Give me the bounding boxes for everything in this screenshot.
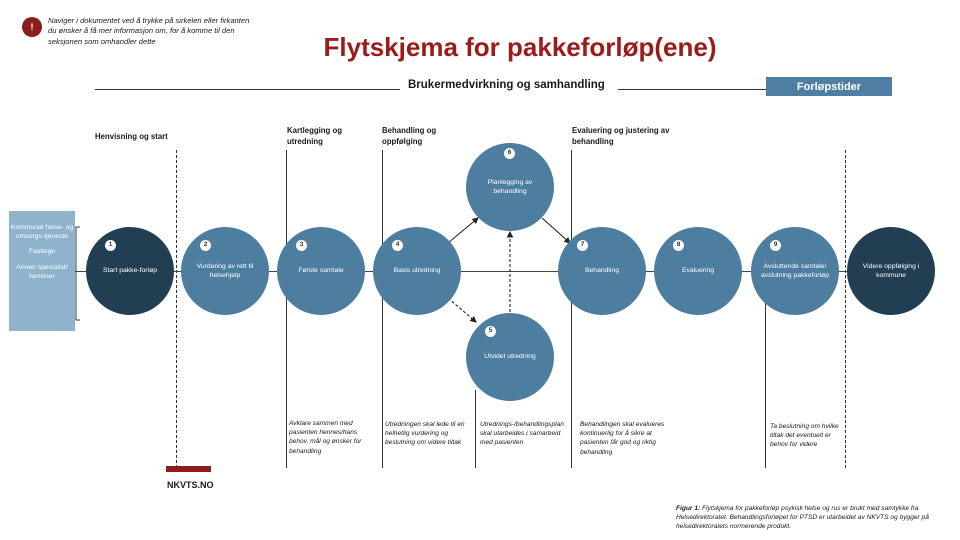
navigation-hint: Naviger i dokumentet ved å trykke på sir… bbox=[48, 16, 250, 46]
node-behandling[interactable]: 7 Behandling bbox=[558, 227, 646, 315]
separator-5 bbox=[571, 150, 572, 468]
figure-caption: Figur 1: Flytskjema for pakkeforløp psyk… bbox=[676, 504, 951, 532]
node-label: Vurdering av rett til helsehjelp bbox=[196, 262, 254, 279]
separator-3 bbox=[382, 150, 383, 468]
separator-dashed-1 bbox=[176, 150, 177, 468]
separator-6 bbox=[765, 290, 766, 468]
node-avslutning[interactable]: 9 Avsluttende samtale/ avslutning pakkef… bbox=[751, 227, 839, 315]
divider-right bbox=[618, 89, 766, 90]
phase-behandling: Behandling og oppfølging bbox=[382, 126, 437, 146]
referrers-box[interactable]: Kommunal helse- og omsorgs-tjeneste Fast… bbox=[9, 211, 75, 331]
node-utvidet-utredning[interactable]: 5 Utvidet utredning bbox=[466, 313, 554, 401]
node-label: Start pakke-forløp bbox=[102, 267, 158, 275]
flow-line bbox=[75, 271, 865, 272]
node-number: 9 bbox=[770, 240, 781, 251]
node-evaluering[interactable]: 8 Evaluering bbox=[654, 227, 742, 315]
node-planlegging[interactable]: 6 Planlegging av behandling bbox=[466, 143, 554, 231]
separator-2 bbox=[286, 150, 287, 468]
node-number: 7 bbox=[577, 240, 588, 251]
node-number: 6 bbox=[504, 148, 515, 159]
referrer-spesialist: Annen spesialist/ henviser bbox=[16, 263, 68, 280]
phase-henvisning: Henvisning og start bbox=[95, 132, 168, 141]
node-forste-samtale[interactable]: 3 Første samtale bbox=[277, 227, 365, 315]
node-label: Videre oppfølging i kommune bbox=[862, 262, 920, 279]
phase-evaluering: Evaluering og justering av behandling bbox=[572, 126, 670, 146]
node-label: Evaluering bbox=[681, 267, 715, 275]
node-basis-utredning[interactable]: 4 Basis utredning bbox=[373, 227, 461, 315]
phase-kartlegging: Kartlegging og utredning bbox=[287, 126, 343, 146]
node-number: 3 bbox=[296, 240, 307, 251]
referrer-kommune: Kommunal helse- og omsorgs-tjeneste bbox=[10, 224, 74, 241]
node-number: 5 bbox=[485, 326, 496, 337]
node-number: 4 bbox=[392, 240, 403, 251]
description-forste-samtale: Avklare sammen med pasienten hennes/hans… bbox=[289, 420, 362, 455]
logo-bar bbox=[166, 466, 211, 472]
separator-4 bbox=[475, 390, 476, 468]
node-start[interactable]: 1 Start pakke-forløp bbox=[86, 227, 174, 315]
node-label: Første samtale bbox=[298, 267, 344, 275]
divider-left bbox=[95, 89, 400, 90]
nkvts-logo[interactable]: NKVTS.NO bbox=[167, 480, 214, 490]
page-title: Flytskjema for pakkeforløp(ene) bbox=[323, 32, 717, 62]
node-label: Planlegging av behandling bbox=[487, 178, 533, 195]
description-basis-utredning: Utredningen skal lede til en helhetlig v… bbox=[385, 421, 465, 447]
node-videre-oppfolging[interactable]: Videre oppfølging i kommune bbox=[847, 227, 935, 315]
figure-caption-label: Figur 1: bbox=[676, 505, 701, 512]
node-label: Behandling bbox=[584, 267, 619, 275]
description-behandling: Behandlingen skal evalueres kontinuerlig… bbox=[580, 421, 665, 456]
info-badge-icon: ! bbox=[22, 17, 42, 37]
separator-dashed-7 bbox=[845, 150, 846, 468]
forlopstider-button[interactable]: Forløpstider bbox=[766, 77, 892, 96]
node-label: Utvidet utredning bbox=[484, 353, 536, 361]
node-number: 1 bbox=[105, 240, 116, 251]
node-label: Avsluttende samtale/ avslutning pakkefor… bbox=[760, 262, 829, 279]
node-vurdering[interactable]: 2 Vurdering av rett til helsehjelp bbox=[181, 227, 269, 315]
node-number: 8 bbox=[673, 240, 684, 251]
node-number: 2 bbox=[200, 240, 211, 251]
node-label: Basis utredning bbox=[393, 267, 441, 275]
description-utvidet-utredning: Utrednings-/behandlingsplan skal utarbei… bbox=[480, 421, 564, 447]
figure-caption-text: Flytskjema for pakkeforløp psykisk helse… bbox=[676, 505, 929, 531]
subtitle: Brukermedvirkning og samhandling bbox=[408, 79, 605, 91]
description-avslutning: Ta beslutning om hvilke tiltak det event… bbox=[770, 423, 839, 449]
referrer-fastlege: Fastlege bbox=[28, 248, 56, 256]
